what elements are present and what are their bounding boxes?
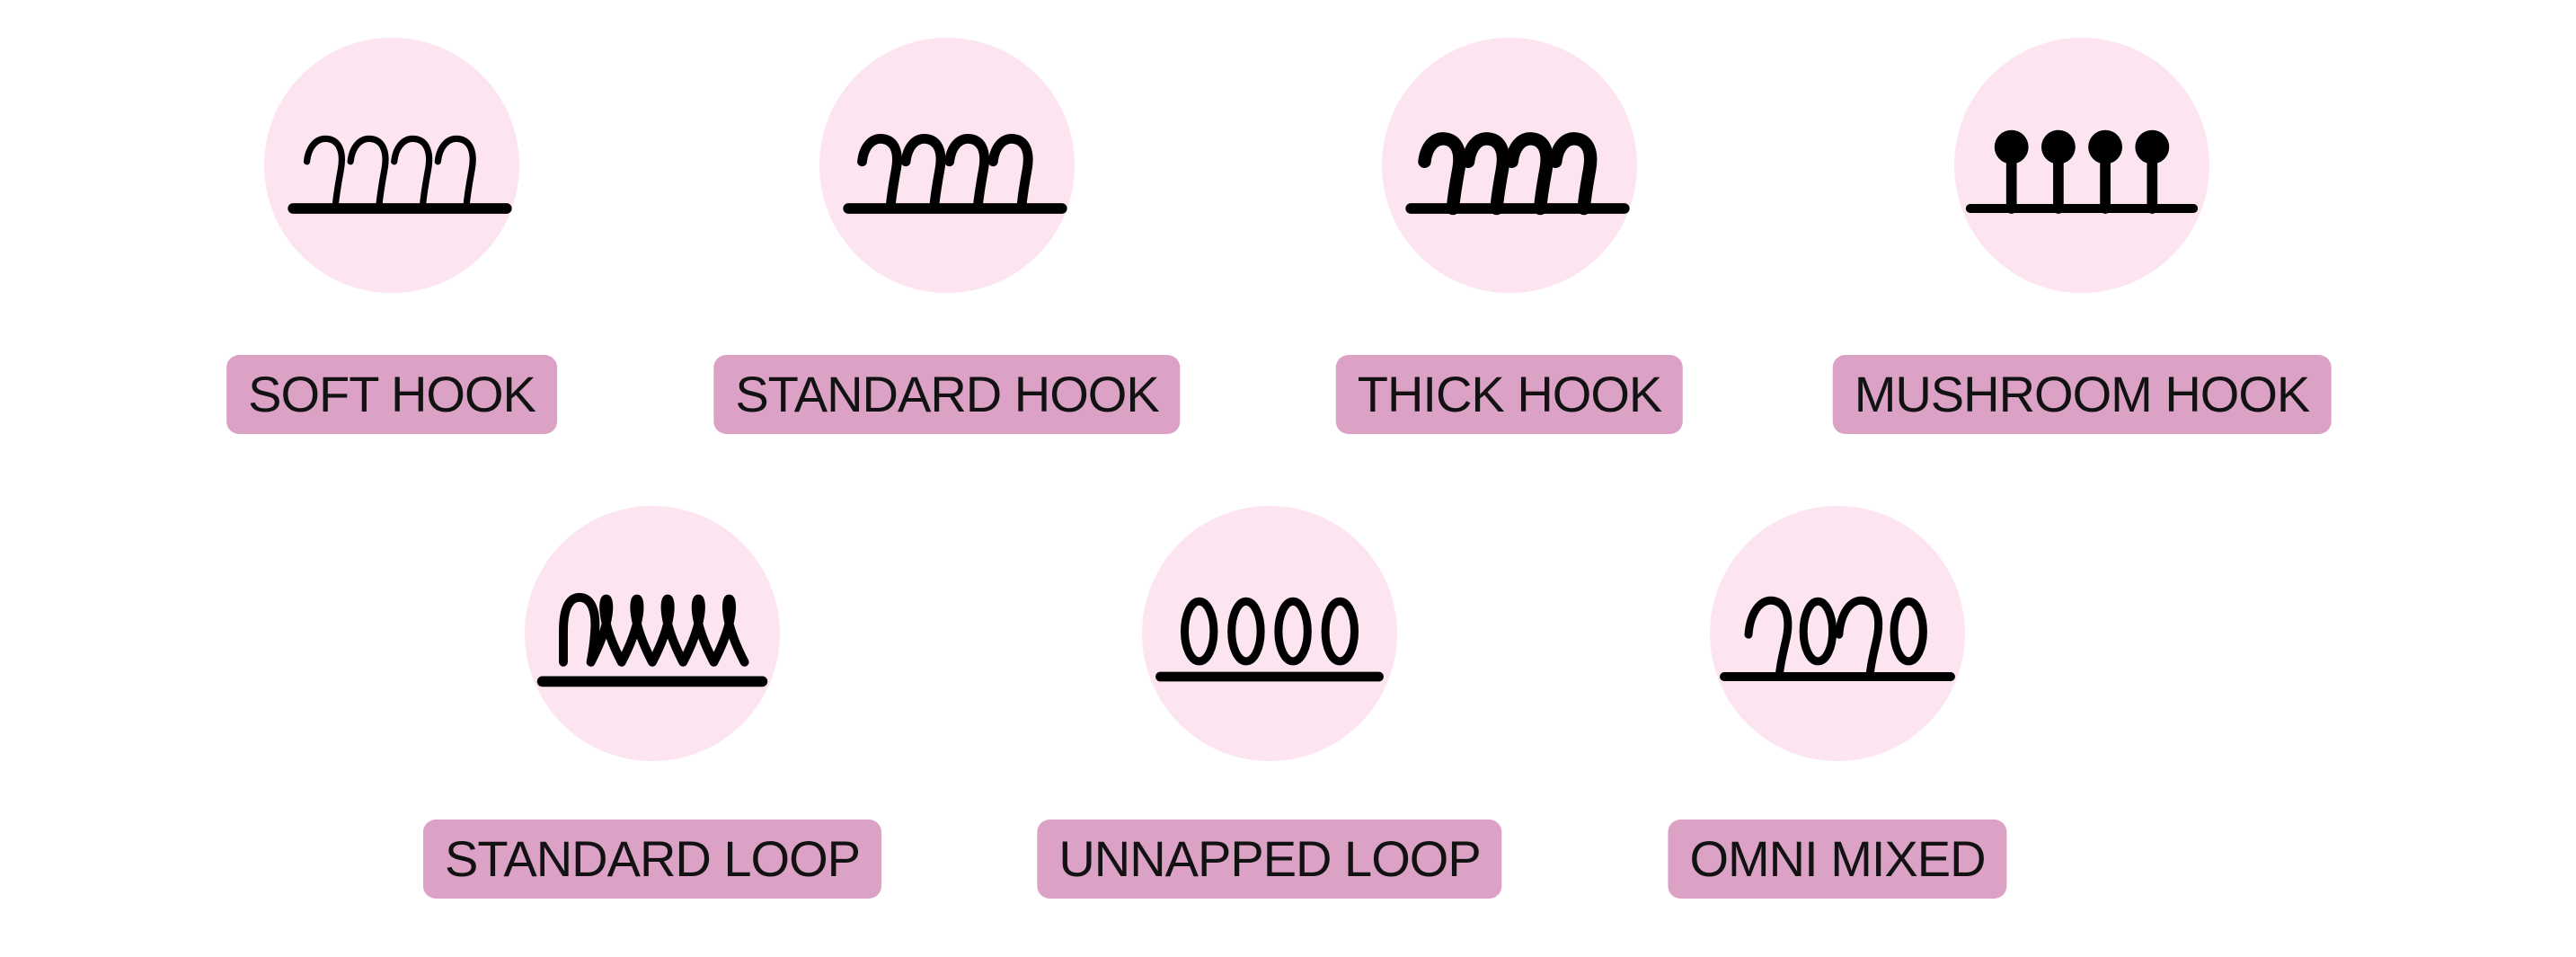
fastener-item-thick-hook: THICK HOOK bbox=[1335, 38, 1684, 451]
icon-circle bbox=[1382, 38, 1637, 293]
unnapped-loop-icon bbox=[1155, 597, 1384, 682]
soft-hook-icon bbox=[288, 135, 512, 214]
standard-hook-icon bbox=[843, 134, 1067, 214]
fastener-label: STANDARD LOOP bbox=[444, 830, 861, 887]
icon-circle bbox=[525, 506, 780, 761]
icon-circle bbox=[1710, 506, 1965, 761]
thick-hook-icon bbox=[1405, 132, 1630, 216]
mushroom-hook-icon bbox=[1965, 129, 2199, 214]
fastener-label: OMNI MIXED bbox=[1689, 830, 1986, 887]
label-badge: UNNAPPED LOOP bbox=[1037, 820, 1502, 899]
fastener-item-unnapped-loop: UNNAPPED LOOP bbox=[1037, 506, 1502, 919]
label-badge: MUSHROOM HOOK bbox=[1832, 355, 2332, 434]
standard-loop-icon bbox=[536, 592, 768, 687]
fastener-label: MUSHROOM HOOK bbox=[1854, 366, 2311, 422]
label-badge: STANDARD LOOP bbox=[422, 820, 882, 899]
label-badge: THICK HOOK bbox=[1335, 355, 1684, 434]
fastener-label: STANDARD HOOK bbox=[735, 366, 1159, 422]
fastener-item-omni-mixed: OMNI MIXED bbox=[1668, 506, 2007, 919]
label-badge: STANDARD HOOK bbox=[713, 355, 1181, 434]
label-badge: OMNI MIXED bbox=[1668, 820, 2007, 899]
icon-circle bbox=[1142, 506, 1397, 761]
fastener-label: UNNAPPED LOOP bbox=[1058, 830, 1481, 887]
fastener-item-standard-loop: STANDARD LOOP bbox=[422, 506, 882, 919]
fastener-label: SOFT HOOK bbox=[248, 366, 536, 422]
fastener-item-soft-hook: SOFT HOOK bbox=[226, 38, 557, 451]
icon-circle bbox=[264, 38, 519, 293]
omni-mixed-icon bbox=[1720, 596, 1955, 681]
fastener-item-mushroom-hook: MUSHROOM HOOK bbox=[1832, 38, 2332, 451]
icon-circle bbox=[1954, 38, 2209, 293]
fastener-label: THICK HOOK bbox=[1357, 366, 1662, 422]
icon-circle bbox=[819, 38, 1075, 293]
label-badge: SOFT HOOK bbox=[226, 355, 557, 434]
fastener-item-standard-hook: STANDARD HOOK bbox=[713, 38, 1181, 451]
